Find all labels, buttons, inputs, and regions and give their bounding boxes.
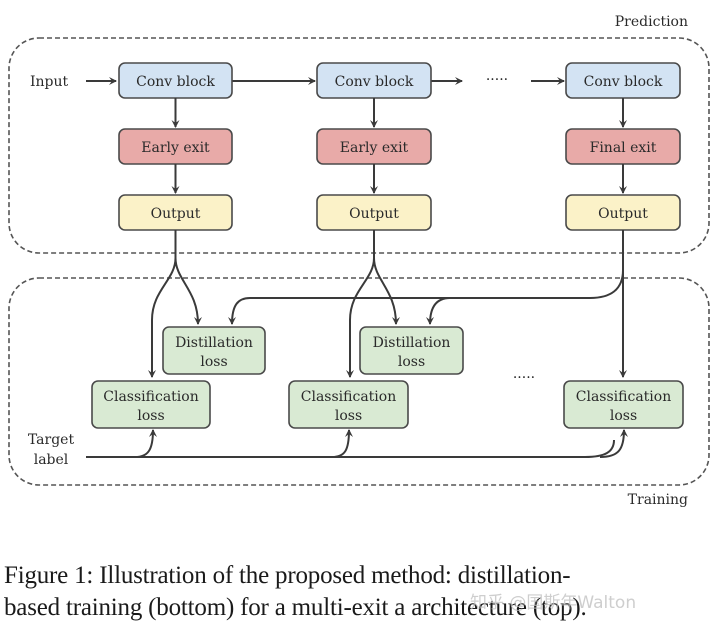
classification-loss-3-line2: loss	[610, 408, 637, 424]
target-label-line2: label	[34, 452, 69, 468]
output1-to-distill1-arrow	[174, 257, 202, 325]
early-exit-2: Early exit	[316, 128, 432, 165]
early-exit-1: Early exit	[118, 128, 233, 165]
output2-to-distill2-arrow	[373, 257, 400, 325]
conv-block-2: Conv block	[316, 62, 432, 99]
input-label: Input	[30, 74, 69, 90]
final-exit-label: Final exit	[590, 140, 657, 156]
classification-loss-1-line2: loss	[137, 408, 164, 424]
target-to-class2-arrow	[331, 429, 353, 458]
conv-block-3: Conv block	[565, 62, 681, 99]
target-to-class1-arrow	[134, 429, 157, 458]
conv-block-1-label: Conv block	[136, 74, 215, 90]
classification-loss-3: Classification loss	[563, 380, 684, 429]
classification-loss-1: Classification loss	[91, 380, 211, 429]
classification-loss-3-line1: Classification	[576, 389, 671, 405]
distillation-loss-1-line2: loss	[200, 354, 227, 370]
target-label-line	[86, 439, 615, 458]
classification-loss-2: Classification loss	[288, 380, 409, 429]
training-label: Training	[628, 492, 688, 508]
target-label-line1: Target	[28, 432, 75, 448]
conv-block-1: Conv block	[118, 62, 233, 99]
prediction-region	[8, 37, 710, 254]
prediction-ellipsis: ·····	[486, 72, 508, 88]
training-region	[8, 277, 710, 486]
classification-loss-2-line2: loss	[335, 408, 362, 424]
classification-loss-2-line1: Classification	[301, 389, 396, 405]
distillation-loss-1-line1: Distillation	[175, 335, 253, 351]
final-exit: Final exit	[565, 128, 681, 165]
figure-caption: Figure 1: Illustration of the proposed m…	[4, 560, 716, 624]
classification-loss-1-line1: Classification	[103, 389, 198, 405]
distillation-loss-2-line2: loss	[398, 354, 425, 370]
early-exit-2-label: Early exit	[340, 140, 409, 156]
final-output-teacher-line	[228, 269, 624, 325]
caption-line-2: based training (bottom) for a multi-exit…	[4, 594, 587, 621]
output-2-label: Output	[349, 206, 399, 222]
final-output-to-distill2-arrow	[426, 297, 451, 325]
output-3: Output	[565, 194, 681, 231]
conv-block-3-label: Conv block	[584, 74, 663, 90]
distillation-loss-1: Distillation loss	[162, 326, 266, 375]
early-exit-1-label: Early exit	[141, 140, 210, 156]
output-2: Output	[316, 194, 432, 231]
output-1-label: Output	[151, 206, 201, 222]
training-ellipsis: ·····	[513, 370, 535, 386]
multi-exit-diagram: Prediction Training Input ····· Conv blo…	[8, 14, 710, 508]
conv-block-2-label: Conv block	[335, 74, 414, 90]
distillation-loss-2-line1: Distillation	[373, 335, 451, 351]
output-3-label: Output	[598, 206, 648, 222]
caption-line-1: Figure 1: Illustration of the proposed m…	[4, 562, 571, 589]
target-to-class3-arrow	[599, 429, 628, 458]
prediction-label: Prediction	[615, 14, 688, 30]
distillation-loss-2: Distillation loss	[359, 326, 464, 375]
output-1: Output	[118, 194, 233, 231]
